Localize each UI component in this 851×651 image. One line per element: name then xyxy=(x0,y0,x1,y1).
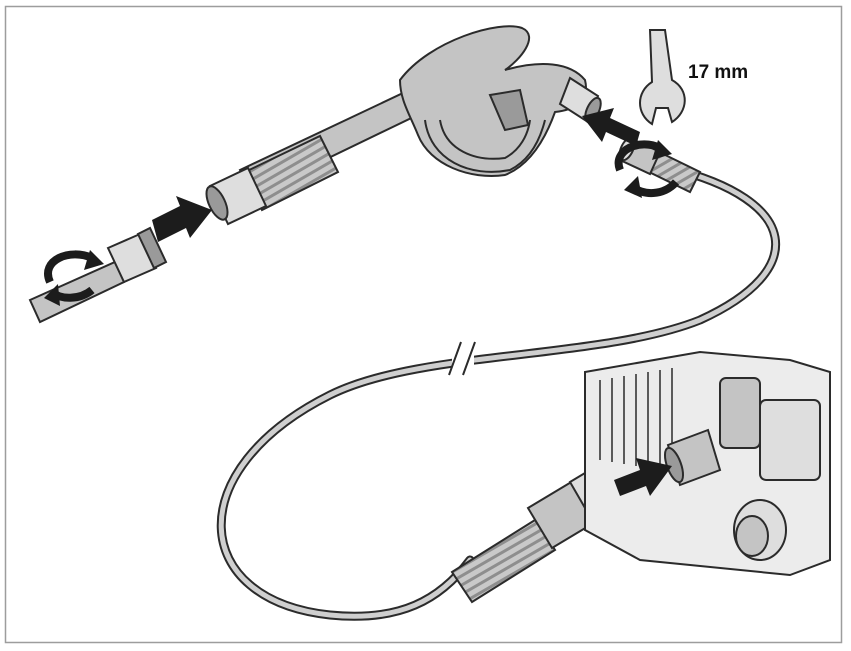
pressure-washer-pump xyxy=(584,350,831,577)
arrow-right-icon xyxy=(152,196,212,242)
lance-connector xyxy=(28,226,168,324)
arrow-right-icon xyxy=(582,108,640,146)
wrench-size-label: 17 mm xyxy=(688,62,748,83)
break-mark-icon xyxy=(448,341,476,376)
rotate-icon xyxy=(44,250,104,306)
high-pressure-hose xyxy=(216,163,781,621)
spray-gun xyxy=(205,25,602,226)
rotate-icon xyxy=(614,140,680,198)
arrow-right-icon xyxy=(614,458,672,496)
wrench-icon xyxy=(639,29,686,126)
